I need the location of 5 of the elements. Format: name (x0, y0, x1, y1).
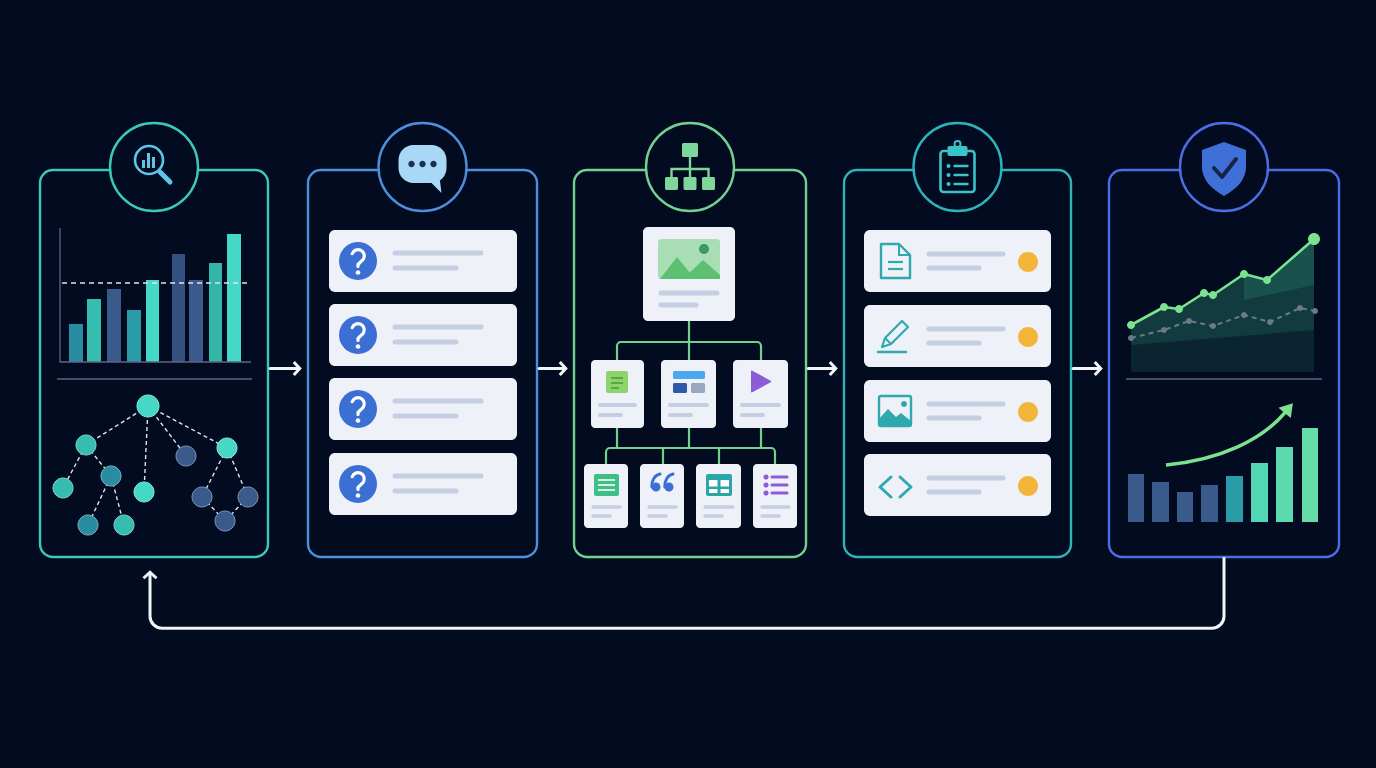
arrow (1071, 361, 1103, 376)
arrow (806, 360, 838, 376)
arrow (142, 556, 1226, 630)
arrow (537, 361, 568, 376)
arrow (268, 361, 302, 376)
